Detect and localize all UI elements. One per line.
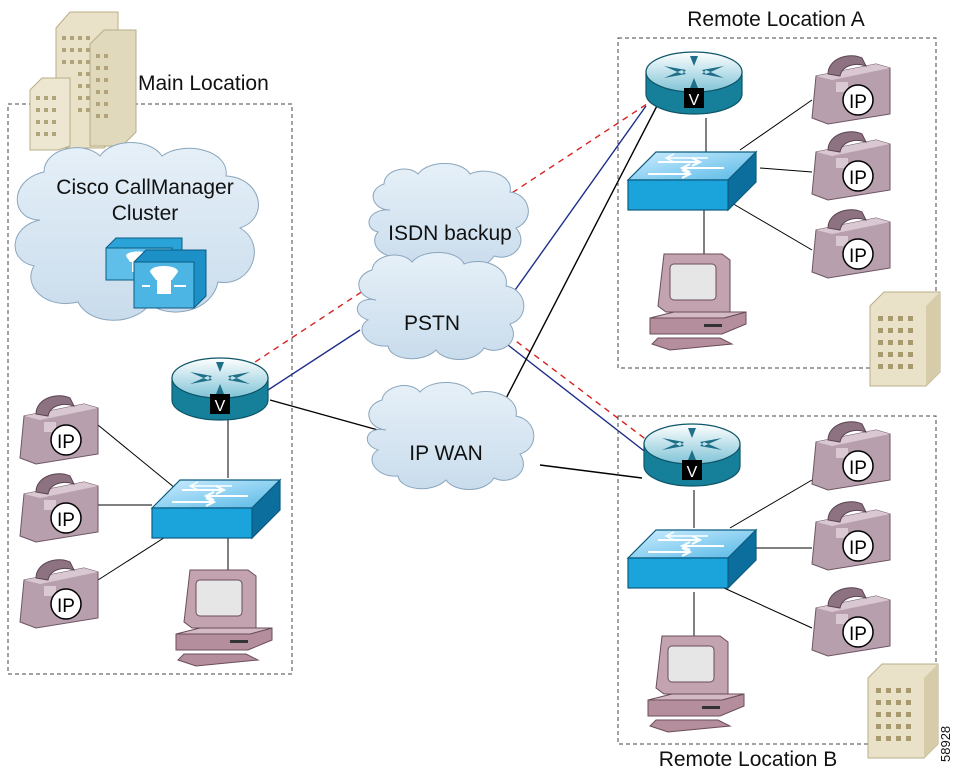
remote-a-box: [617, 37, 937, 369]
svg-text:V: V: [215, 398, 226, 415]
remote-b-switch-icon: [627, 529, 757, 589]
svg-text:V: V: [689, 92, 700, 109]
remote-a-pc-icon: [649, 253, 747, 351]
pstn-link-to-b: [507, 344, 649, 455]
main-building-icon: [29, 11, 137, 151]
cluster-label-line2: Cluster: [112, 202, 179, 225]
main-phone-3-icon: IP: [19, 559, 99, 629]
isdn-link-pstn-to-b: [507, 334, 649, 442]
isdn-backup-label: ISDN backup: [388, 222, 512, 245]
links: [97, 99, 813, 640]
svg-text:IP: IP: [849, 92, 867, 113]
remote-b-title: Remote Location B: [659, 748, 838, 771]
remote-b-building-icon: [867, 663, 939, 759]
svg-text:IP: IP: [57, 432, 75, 453]
svg-text:IP: IP: [849, 624, 867, 645]
wan-link-to-a: [499, 99, 661, 411]
remote-b-phone-2-icon: IP: [811, 501, 891, 571]
isdn-link-main-to-a: [245, 101, 651, 369]
pstn-cloud: PSTN: [356, 251, 525, 360]
remote-a-phone-1-icon: IP: [811, 55, 891, 125]
pstn-label: PSTN: [404, 312, 460, 335]
pstn-link-main: [267, 329, 361, 391]
remote-b-phone-3-icon: IP: [811, 587, 891, 657]
ip-wan-cloud: IP WAN: [366, 381, 535, 490]
pstn-link-to-a: [507, 105, 647, 301]
main-location-title: Main Location: [138, 72, 269, 95]
remote-b-box: [617, 415, 937, 745]
cluster-label-line1: Cisco CallManager: [56, 176, 233, 199]
remote-a-building-icon: [869, 291, 941, 387]
remote-a-phone-3-icon: IP: [811, 209, 891, 279]
remote-a-router-icon: V: [645, 51, 743, 115]
ip-wan-label: IP WAN: [409, 442, 483, 465]
remote-a-switch-icon: [627, 151, 757, 211]
wan-link-to-b: [539, 464, 643, 479]
remote-a-phone-2-icon: IP: [811, 131, 891, 201]
callmanager-server-icon-2: [133, 249, 207, 309]
main-pc-icon: [175, 569, 273, 667]
main-router-icon: V: [171, 357, 269, 421]
main-location-box: [7, 103, 293, 675]
svg-text:V: V: [687, 464, 698, 481]
svg-text:IP: IP: [849, 168, 867, 189]
figure-id: 58928: [938, 726, 953, 762]
wan-link-main: [269, 399, 379, 431]
remote-b-pc-icon: [647, 635, 745, 733]
main-phone-1-icon: IP: [19, 395, 99, 465]
isdn-backup-cloud: ISDN backup: [368, 163, 529, 269]
svg-text:IP: IP: [57, 510, 75, 531]
remote-a-title: Remote Location A: [687, 8, 864, 31]
main-phone-2-icon: IP: [19, 473, 99, 543]
main-switch-icon: [151, 479, 281, 539]
svg-text:IP: IP: [849, 246, 867, 267]
svg-text:IP: IP: [849, 458, 867, 479]
svg-text:IP: IP: [849, 538, 867, 559]
remote-b-phone-1-icon: IP: [811, 421, 891, 491]
remote-b-router-icon: V: [643, 423, 741, 487]
svg-text:IP: IP: [57, 596, 75, 617]
